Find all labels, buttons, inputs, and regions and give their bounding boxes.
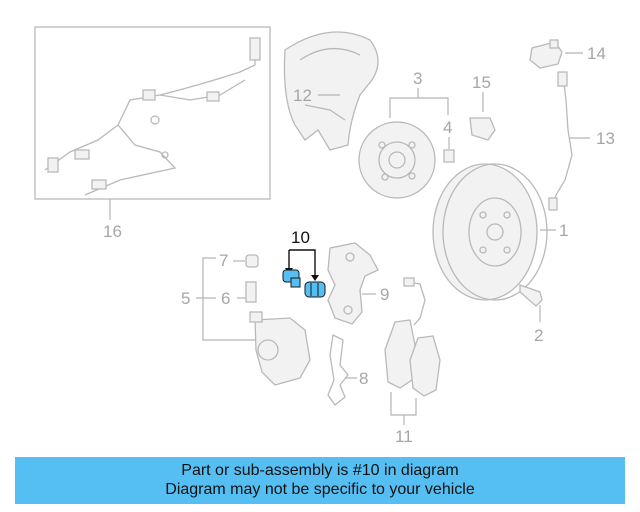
callout-12: 12 [293,86,312,105]
callout-2: 2 [534,326,543,345]
callout-4: 4 [443,118,452,137]
splash-shield [283,31,379,151]
brake-pads [384,277,441,425]
bleeder-valve [237,281,257,303]
callout-15: 15 [472,73,491,92]
guide-pin-bolt-upper [282,269,301,288]
brake-hose [548,71,590,211]
inset-frame [34,26,271,200]
callout-9: 9 [380,285,389,304]
hose-bracket [529,39,583,69]
callout-10: 10 [291,228,310,247]
anti-rattle-spring [327,334,357,406]
callout-11: 11 [395,427,413,446]
callout-16: 16 [103,222,122,241]
caliper-bracket [327,242,379,325]
bleeder-cap [233,254,259,268]
wheel-hub [358,88,449,199]
rotor-screw [519,284,543,322]
callout-8: 8 [359,369,368,388]
callout-6: 6 [221,289,230,308]
hub-bolt [443,137,455,163]
brake-caliper [249,311,311,386]
callout-3: 3 [413,69,422,88]
banner-line-1: Part or sub-assembly is #10 in diagram [181,462,459,479]
speed-sensor [469,92,496,141]
guide-pin-bolts [282,249,326,298]
wiring-harness-inset [34,26,271,220]
callout-7: 7 [219,251,228,270]
info-banner: Part or sub-assembly is #10 in diagram D… [15,457,625,504]
banner-line-2: Diagram may not be specific to your vehi… [165,481,475,498]
callout-1: 1 [559,221,568,240]
callout-13: 13 [596,129,615,148]
brake-rotor [432,163,556,301]
callout-5: 5 [181,289,190,308]
parts-diagram: 16 12 3 4 15 14 [34,26,615,446]
callout-14: 14 [587,44,606,63]
guide-pin-bolt-lower [304,281,326,298]
